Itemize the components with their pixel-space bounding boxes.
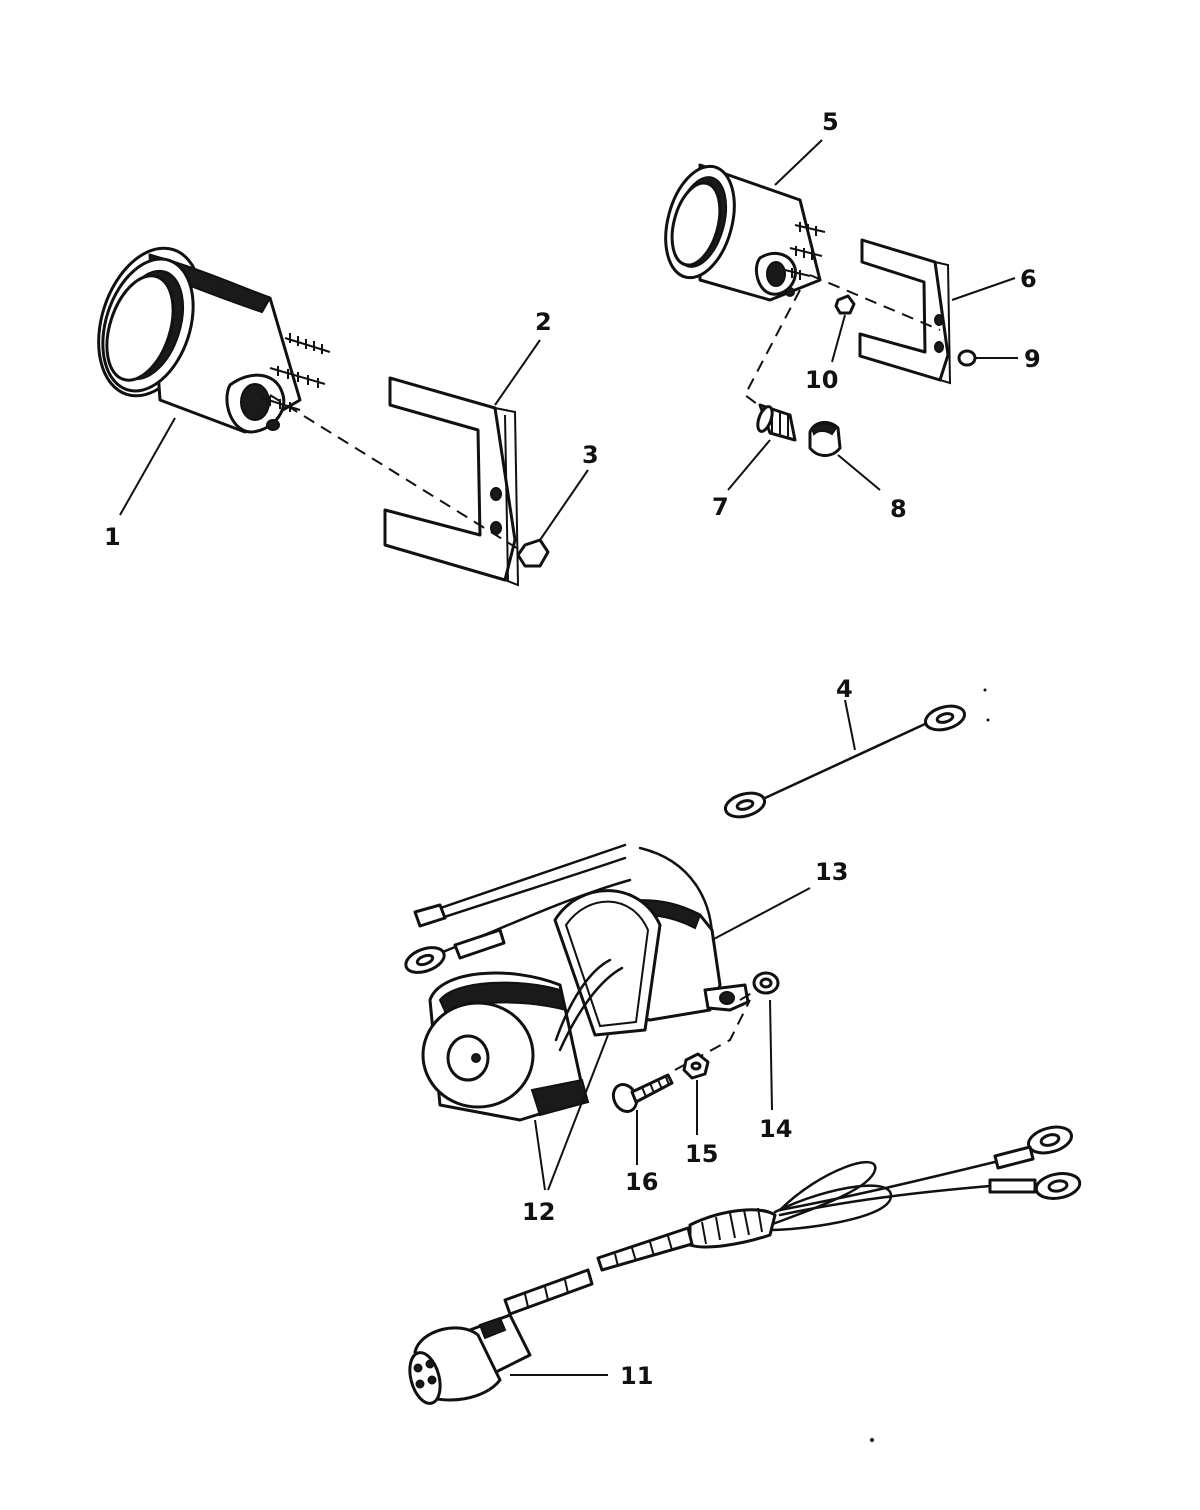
gauge-large <box>97 246 331 434</box>
callout-5: 5 <box>822 108 839 136</box>
sensor-assembly <box>404 843 811 1191</box>
ground-wire <box>723 699 967 819</box>
gauge-small <box>664 139 826 302</box>
assembly-line-1 <box>269 394 521 551</box>
callout-11: 11 <box>620 1362 653 1390</box>
callout-4: 4 <box>836 675 853 703</box>
callout-6: 6 <box>1020 265 1037 293</box>
screw-head-small <box>957 349 1018 367</box>
assembly-line-3 <box>743 289 801 411</box>
leader-1 <box>119 417 176 516</box>
callout-3: 3 <box>582 441 599 469</box>
callout-12: 12 <box>522 1198 555 1226</box>
bulb-cap <box>808 421 881 491</box>
callout-7: 7 <box>712 493 729 521</box>
print-speck <box>870 1438 874 1442</box>
callout-1: 1 <box>104 523 121 551</box>
screw-16 <box>611 1073 674 1165</box>
bulb-socket <box>727 403 797 491</box>
callout-10: 10 <box>805 366 838 394</box>
bracket-small <box>858 238 1016 385</box>
nut-large <box>516 469 589 568</box>
washer-14 <box>752 971 780 1111</box>
bracket-large <box>383 339 541 587</box>
print-speck <box>986 718 990 722</box>
callout-13: 13 <box>815 858 848 886</box>
callout-14: 14 <box>759 1115 792 1143</box>
print-speck <box>983 688 987 692</box>
callout-16: 16 <box>625 1168 658 1196</box>
washer-small <box>831 294 856 363</box>
callout-2: 2 <box>535 308 552 336</box>
callout-15: 15 <box>685 1140 718 1168</box>
assembly-line-2 <box>809 274 941 331</box>
callout-8: 8 <box>890 495 907 523</box>
nut-15 <box>682 1052 710 1135</box>
wiring-harness <box>408 1125 1082 1405</box>
callout-9: 9 <box>1024 345 1041 373</box>
